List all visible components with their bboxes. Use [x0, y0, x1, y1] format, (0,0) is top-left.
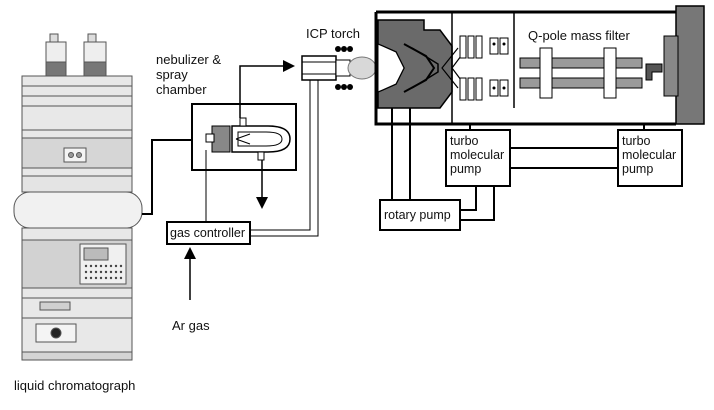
mass-spectrometer: [374, 5, 705, 126]
quadrupole-rods: [519, 47, 643, 99]
solvent-bottles: [45, 33, 107, 77]
icp-torch-label: ICP torch: [306, 26, 360, 41]
lc-column: [13, 191, 143, 229]
lc-module-4: [21, 297, 133, 319]
liquid-chromatograph: [13, 33, 143, 361]
icp-torch: [301, 46, 377, 90]
turbo-pump-2-label: turbo molecular pump: [622, 134, 677, 176]
sample-line: [142, 139, 212, 215]
torch-gas-lines: [250, 70, 319, 237]
rotary-pump-label: rotary pump: [384, 208, 451, 222]
lc-tray: [21, 75, 133, 87]
turbo-pump-1-label: turbo molecular pump: [450, 134, 505, 176]
vacuum-lines: [391, 108, 645, 221]
turbo-pump-1-box: [445, 129, 511, 187]
lc-module-degasser: [21, 85, 133, 131]
qpole-label: Q-pole mass filter: [528, 28, 630, 43]
rotary-pump-box: [379, 199, 461, 231]
lc-label: liquid chromatograph: [14, 378, 136, 393]
gas-controller-box: [166, 221, 251, 245]
nebulizer-spray-chamber: [191, 103, 297, 171]
gas-controller-label: gas controller: [170, 226, 246, 240]
aerosol-line: [239, 60, 295, 118]
ar-gas-label: Ar gas: [172, 318, 210, 333]
turbo-pump-2-box: [617, 129, 683, 187]
nebulizer-label: nebulizer & spray chamber: [156, 52, 222, 97]
